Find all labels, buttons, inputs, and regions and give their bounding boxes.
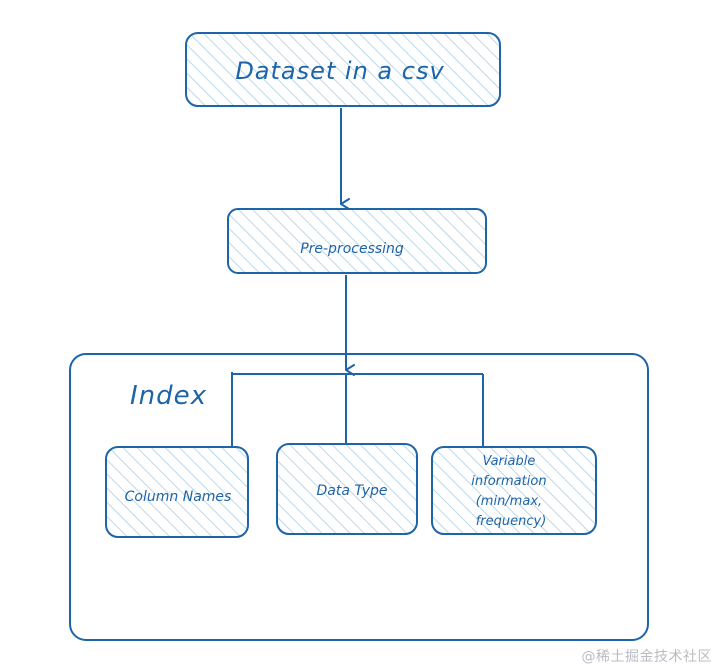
variable-info-node: Variable information (min/max, frequency…: [431, 446, 597, 535]
preprocessing-label: Pre-processing: [300, 241, 404, 257]
data-type-label: Data Type: [317, 483, 388, 499]
column-names-label: Column Names: [125, 489, 232, 505]
watermark: @稀土掘金技术社区: [581, 649, 712, 665]
variable-info-label: Variable information (min/max, frequency…: [471, 454, 550, 529]
preprocessing-node: Pre-processing: [227, 208, 487, 274]
index-title: Index: [130, 381, 207, 411]
branch-connectors: [231, 372, 484, 446]
dataset-label: Dataset in a csv: [235, 57, 444, 85]
variable-info-line-1: Variable: [483, 454, 536, 469]
data-type-node: Data Type: [276, 443, 418, 535]
variable-info-line-4: frequency): [476, 514, 547, 529]
dataset-node: Dataset in a csv: [185, 32, 501, 107]
index-container: Index: [69, 353, 649, 641]
variable-info-line-3: (min/max,: [476, 494, 542, 509]
column-names-node: Column Names: [105, 446, 249, 538]
variable-info-line-2: information: [471, 474, 546, 489]
